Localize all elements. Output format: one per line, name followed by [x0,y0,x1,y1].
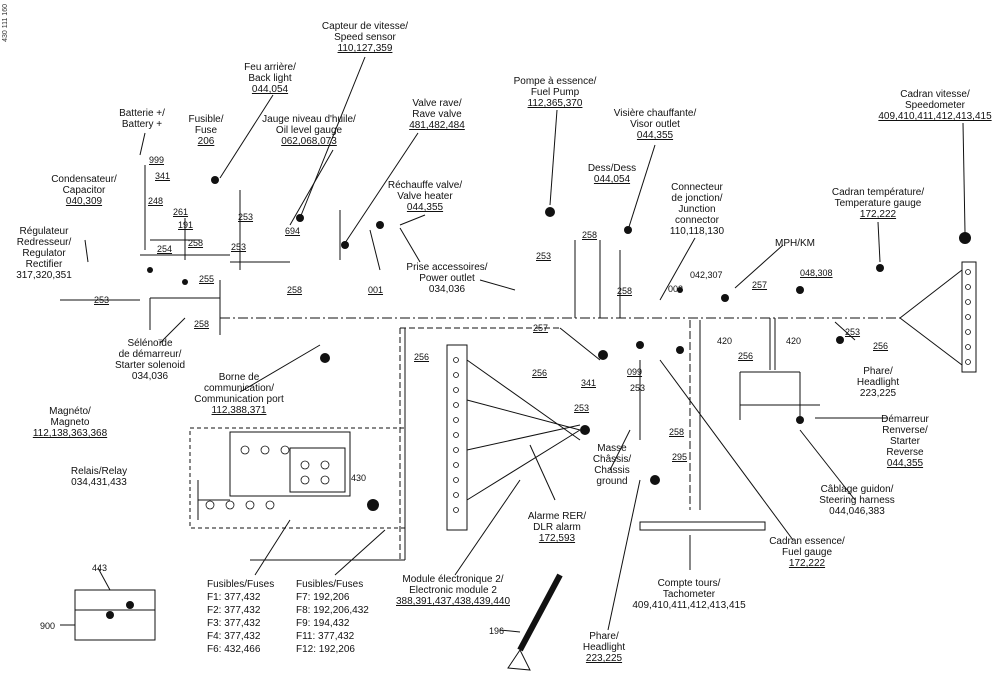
ref-430: 430 [351,473,367,483]
ref-341: 341 [155,171,171,181]
magneto-label: Magnéto/Magneto 112,138,363,368 [32,406,108,439]
headlight-bottom-label: Phare/Headlight 223,225 [582,631,626,664]
ref-258d: 258 [582,230,598,240]
ref-257a: 257 [752,280,768,290]
fuse-label: Fusible/Fuse 206 [188,114,224,147]
ref-258b: 258 [287,285,303,295]
ref-694: 694 [285,226,301,236]
ref-191: 191 [178,220,194,230]
headlight-right-label: Phare/Headlight 223,225 [856,366,900,399]
speedometer-label: Cadran vitesse/Speedometer 409,410,411,4… [878,89,992,122]
ref-341b: 341 [581,378,597,388]
ref-254: 254 [157,244,173,254]
ref-253g: 253 [94,295,110,305]
rave-valve-label: Valve rave/Rave valve 481,482,484 [409,98,465,131]
electronic-module-2-label: Module électronique 2/Electronic module … [396,574,510,607]
capacitor-label: Condensateur/Capacitor 040,309 [51,174,117,207]
ref-999: 999 [149,155,165,165]
fuel-gauge-label: Cadran essence/Fuel gauge 172,222 [769,536,845,569]
ref-258c: 258 [194,319,210,329]
ref-257b: 257 [533,323,549,333]
ref-261: 261 [173,207,189,217]
speed-sensor-label: Capteur de vitesse/Speed sensor 110,127,… [321,21,409,54]
relay-label: Relais/Relay 034,431,433 [70,466,128,488]
valve-heater-label: Réchauffe valve/Valve heater 044,355 [387,180,463,213]
ref-253b: 253 [238,212,254,222]
ref-253f: 253 [574,403,590,413]
ref-196: 196 [489,626,505,636]
ref-420a: 420 [717,336,733,346]
ref-258a: 258 [188,238,204,248]
ref-256a: 256 [873,341,889,351]
ref-420b: 420 [786,336,802,346]
ref-900: 900 [40,621,56,631]
dlr-alarm-label: Alarme RER/DLR alarm 172,593 [527,511,587,544]
ref-042-307: 042,307 [690,270,723,280]
tachometer-label: Compte tours/Tachometer 409,410,411,412,… [632,578,746,611]
ref-255: 255 [199,274,215,284]
ref-253e: 253 [630,383,646,393]
fuel-pump-label: Pompe à essence/Fuel Pump 112,365,370 [513,76,597,109]
ref-253c: 253 [536,251,552,261]
temperature-gauge-label: Cadran température/Temperature gauge 172… [831,187,925,220]
ref-001: 001 [368,285,384,295]
steering-harness-label: Câblage guidon/Steering harness 044,046,… [819,484,895,517]
ref-443: 443 [92,563,108,573]
ref-258f: 258 [669,427,685,437]
ref-048-308: 048,308 [800,268,833,278]
ref-258e: 258 [617,286,633,296]
ref-003: 003 [668,284,684,294]
ref-295: 295 [672,452,688,462]
ref-099: 099 [627,367,643,377]
ref-256b: 256 [414,352,430,362]
ref-248: 248 [148,196,164,206]
power-outlet-label: Prise accessoires/Power outlet 034,036 [406,262,488,295]
ref-256c: 256 [532,368,548,378]
ref-253d: 253 [845,327,861,337]
fuses-right-list: Fusibles/Fuses F7: 192,206 F8: 192,206,4… [296,579,369,655]
fuses-left-list: Fusibles/Fuses F1: 377,432 F2: 377,432 F… [207,579,275,655]
ref-256d: 256 [738,351,754,361]
battery-label: Batterie +/Battery + [119,108,165,130]
visor-outlet-label: Visière chauffante/Visor outlet 044,355 [613,108,697,141]
mph-km-label: MPH/KM [775,238,815,249]
dess-label: Dess/Dess 044,054 [587,163,637,185]
back-light-label: Feu arrière/Back light 044,054 [244,62,296,95]
oil-level-gauge-label: Jauge niveau d'huile/Oil level gauge 062… [262,114,356,147]
ref-253a: 253 [231,242,247,252]
